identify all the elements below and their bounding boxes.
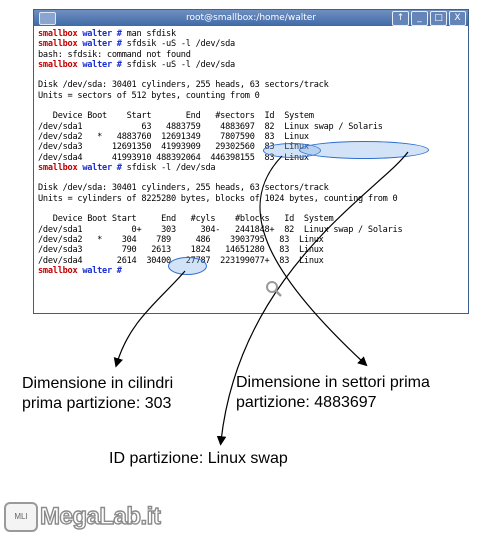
minimize-button[interactable]: _ [411,11,428,26]
terminal-window: root@smallbox:/home/walter ↑ _ □ X small… [33,9,469,314]
output-line: /dev/sda2 * 4883760 12691349 7807590 83 … [38,131,309,142]
output-line: bash: sfdsik: command not found [38,49,191,60]
command-text: sfdsik -uS -l /dev/sda [121,39,236,50]
command-text: man sfdisk [121,29,177,39]
window-menu-icon[interactable] [39,12,56,25]
magnifier-icon [266,281,282,297]
prompt-host: smallbox [38,162,78,173]
output-line: /dev/sda4 2614 30400 27787 223199077+ 83… [38,255,324,266]
window-controls: ↑ _ □ X [392,11,466,26]
logo-badge: MLI [4,502,38,532]
output-line: /dev/sda3 12691350 41993909 29302560 83 … [38,142,309,153]
prompt-host: smallbox [38,265,78,276]
output-line: Device Boot Start End #cyls #blocks Id S… [38,214,334,225]
title-bar[interactable]: root@smallbox:/home/walter ↑ _ □ X [34,10,468,26]
prompt-dir: walter # [77,29,122,39]
logo-text: MegaLab.it [39,502,161,530]
callout-sectors: Dimensione in settori prima partizione: … [236,374,430,411]
prompt-host: smallbox [38,59,78,70]
output-line: /dev/sda3 790 2613 1824 14651280 83 Linu… [38,245,324,256]
callout-cylinders: Dimensione in cilindri prima partizione:… [22,375,174,412]
prompt-line: smallbox walter # sfdisk -uS -l /dev/sda [38,60,462,70]
callout-partition-id: ID partizione: Linux swap [109,450,288,467]
prompt-host: smallbox [38,29,78,39]
command-text: sfdisk -l /dev/sda [121,162,216,173]
prompt-dir: walter # [77,39,122,50]
output-line: Disk /dev/sda: 30401 cylinders, 255 head… [38,183,329,194]
command-text: sfdisk -uS -l /dev/sda [121,59,236,70]
output-line: Units = sectors of 512 bytes, counting f… [38,90,260,101]
arrow-to-partition-id [216,151,409,446]
megalab-logo: MLI MegaLab.it [4,502,162,532]
close-button[interactable]: X [449,11,466,26]
prompt-line: smallbox walter # [38,266,462,276]
prompt-host: smallbox [38,39,78,50]
output-line: Units = cylinders of 8225280 bytes, bloc… [38,193,398,204]
always-on-top-button[interactable]: ↑ [392,11,409,26]
arrow-to-sectors [259,155,368,367]
output-line: /dev/sda1 0+ 303 304- 2441848+ 82 Linux … [38,224,403,235]
prompt-line: smallbox walter # man sfdisk [38,29,462,39]
window-title: root@smallbox:/home/walter [185,13,317,23]
prompt-dir: walter # [77,265,122,276]
output-line: Disk /dev/sda: 30401 cylinders, 255 head… [38,80,329,91]
prompt-dir: walter # [77,59,122,70]
prompt-line: smallbox walter # sfdsik -uS -l /dev/sda [38,39,462,49]
prompt-dir: walter # [77,162,122,173]
arrow-to-cylinders [113,270,186,368]
output-line: /dev/sda2 * 304 789 486 3903795 83 Linux [38,234,324,245]
prompt-line: smallbox walter # sfdisk -l /dev/sda [38,163,462,173]
output-line: /dev/sda1 63 4883759 4883697 82 Linux sw… [38,121,383,132]
maximize-button[interactable]: □ [430,11,447,26]
output-line: Device Boot Start End #sectors Id System [38,111,314,122]
